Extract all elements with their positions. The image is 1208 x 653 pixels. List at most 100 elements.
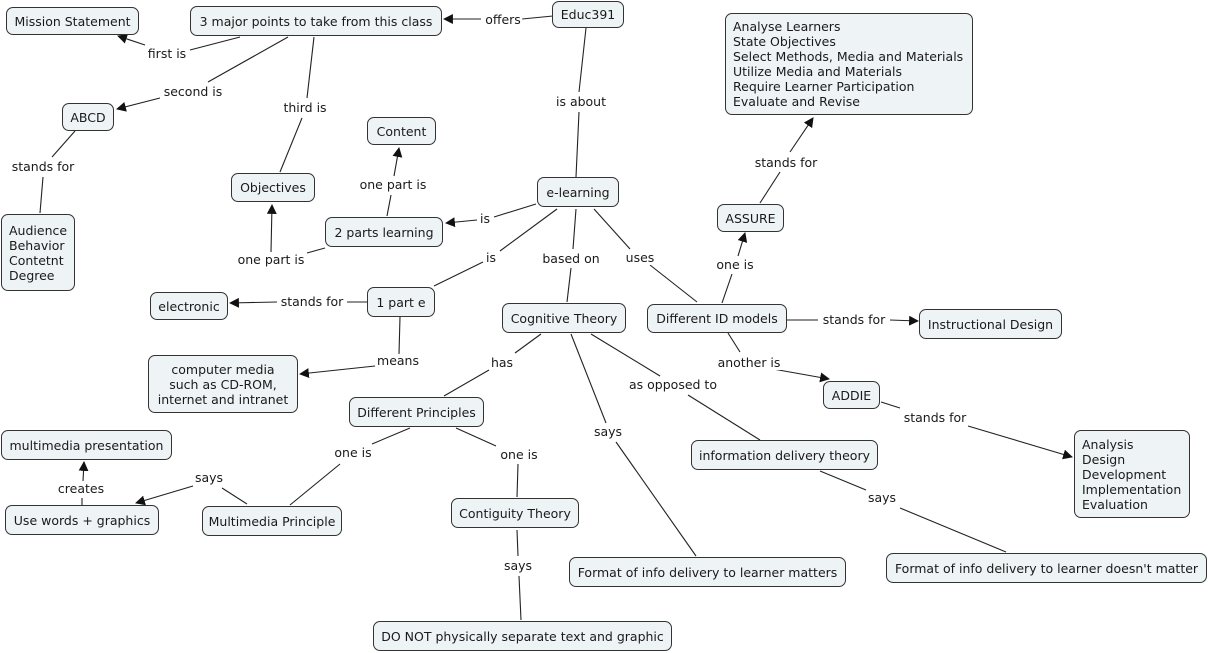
link-as-opposed-to[interactable]: as opposed to <box>628 377 718 392</box>
edge-line <box>578 27 587 93</box>
edge-line <box>499 208 558 252</box>
link-third-is[interactable]: third is <box>282 100 328 115</box>
node-objectives[interactable]: Objectives <box>231 173 315 202</box>
node-multimedia-presentation[interactable]: multimedia presentation <box>1 430 172 460</box>
edge-arrow <box>392 147 403 177</box>
edge-line <box>516 529 519 557</box>
edge-line <box>433 261 484 287</box>
node-educ391[interactable]: Educ391 <box>552 1 624 28</box>
edge-line <box>516 463 519 498</box>
edge-line <box>221 487 248 505</box>
edge-line <box>289 463 341 506</box>
node-different-id-models[interactable]: Different ID models <box>647 304 787 333</box>
node-e-learning[interactable]: e-learning <box>537 177 619 207</box>
link-one-is-multimedia[interactable]: one is <box>333 445 373 460</box>
edge-line <box>518 575 522 621</box>
link-second-is[interactable]: second is <box>162 84 224 99</box>
edge-line <box>721 273 733 304</box>
node-cognitive-theory[interactable]: Cognitive Theory <box>502 303 626 333</box>
link-cognitive-says[interactable]: says <box>592 424 624 439</box>
edge-arrow <box>737 232 748 257</box>
link-contiguity-says[interactable]: says <box>502 558 534 573</box>
node-multimedia-principle[interactable]: Multimedia Principle <box>202 506 342 536</box>
edge-line <box>51 130 76 158</box>
link-abcd-stands-for[interactable]: stands for <box>10 159 76 174</box>
edge-line <box>572 208 577 250</box>
link-offers[interactable]: offers <box>484 12 522 27</box>
edge-arrow <box>789 117 814 153</box>
node-abcd[interactable]: ABCD <box>62 103 114 131</box>
node-instructional-design[interactable]: Instructional Design <box>919 309 1062 339</box>
node-computer-media[interactable]: computer media such as CD-ROM, internet … <box>148 355 298 413</box>
link-assure-stands-for[interactable]: stands for <box>753 155 819 170</box>
node-one-part-e[interactable]: 1 part e <box>367 287 435 317</box>
edge-line <box>575 111 580 178</box>
edge-arrow <box>116 97 161 112</box>
edge-arrow <box>229 297 278 308</box>
edge-line <box>398 316 401 355</box>
edge-line <box>493 203 537 218</box>
link-one-part-is-content[interactable]: one part is <box>358 177 428 192</box>
edge-arrow <box>135 485 194 506</box>
edge-line <box>306 36 315 99</box>
edge-arrow <box>299 365 376 378</box>
link-creates[interactable]: creates <box>56 481 106 496</box>
node-format-matters[interactable]: Format of info delivery to learner matte… <box>569 557 846 587</box>
edge-line <box>649 264 698 303</box>
link-one-part-is-objectives[interactable]: one part is <box>236 252 306 267</box>
edge-line <box>189 36 241 51</box>
node-format-doesnt-matter[interactable]: Format of info delivery to learner doesn… <box>886 553 1207 583</box>
link-uses[interactable]: uses <box>624 250 656 265</box>
link-has[interactable]: has <box>489 355 515 370</box>
link-id-stands-for[interactable]: stands for <box>821 312 887 327</box>
node-do-not-separate[interactable]: DO NOT physically separate text and grap… <box>373 621 672 651</box>
node-mission-statement[interactable]: Mission Statement <box>6 7 139 35</box>
node-use-words-graphics[interactable]: Use words + graphics <box>5 505 159 535</box>
node-major-points[interactable]: 3 major points to take from this class <box>190 6 442 36</box>
link-is-two-parts[interactable]: is <box>479 211 491 226</box>
edge-arrow <box>967 425 1073 460</box>
link-first-is[interactable]: first is <box>146 46 188 61</box>
link-e-stands-for[interactable]: stands for <box>279 294 345 309</box>
edge-line <box>514 333 542 354</box>
node-assure-steps[interactable]: Analyse Learners State Objectives Select… <box>725 13 973 115</box>
edge-arrow <box>117 34 146 46</box>
edge-arrow <box>266 204 277 253</box>
edge-arrow <box>889 315 919 326</box>
node-content[interactable]: Content <box>367 117 436 145</box>
node-contiguity-theory[interactable]: Contiguity Theory <box>451 498 579 528</box>
edge-line <box>279 117 303 173</box>
edge-line <box>521 15 554 20</box>
link-one-is-contiguity[interactable]: one is <box>499 447 539 462</box>
edge-line <box>570 333 607 424</box>
link-info-says[interactable]: says <box>866 490 898 505</box>
link-based-on[interactable]: based on <box>541 251 601 266</box>
node-addie[interactable]: ADDIE <box>823 381 880 409</box>
link-one-is-assure[interactable]: one is <box>715 257 755 272</box>
link-is-about[interactable]: is about <box>554 94 608 109</box>
edge-line <box>759 171 781 204</box>
node-electronic[interactable]: electronic <box>150 292 228 320</box>
edge-arrow <box>78 461 89 482</box>
node-assure[interactable]: ASSURE <box>717 204 784 232</box>
edge-line <box>371 427 411 445</box>
node-information-delivery-theory[interactable]: information delivery theory <box>691 440 878 470</box>
node-different-principles[interactable]: Different Principles <box>349 397 484 427</box>
edge-line <box>615 441 697 557</box>
edge-arrow <box>445 217 478 228</box>
edge-line <box>566 267 572 303</box>
edge-line <box>443 369 490 397</box>
edge-line <box>207 36 289 83</box>
edge-line <box>687 394 761 441</box>
node-two-parts-learning[interactable]: 2 parts learning <box>325 217 443 247</box>
link-another-is[interactable]: another is <box>716 355 782 370</box>
link-means[interactable]: means <box>376 353 420 368</box>
node-addie-list[interactable]: Analysis Design Development Implementati… <box>1074 430 1190 518</box>
link-is-one-part[interactable]: is <box>485 250 497 265</box>
edge-line <box>590 333 661 377</box>
link-addie-stands-for[interactable]: stands for <box>902 410 968 425</box>
node-abcd-list[interactable]: Audience Behavior Contetnt Degree <box>1 214 75 291</box>
edge-arrow <box>772 368 830 383</box>
link-multimedia-says[interactable]: says <box>193 470 225 485</box>
